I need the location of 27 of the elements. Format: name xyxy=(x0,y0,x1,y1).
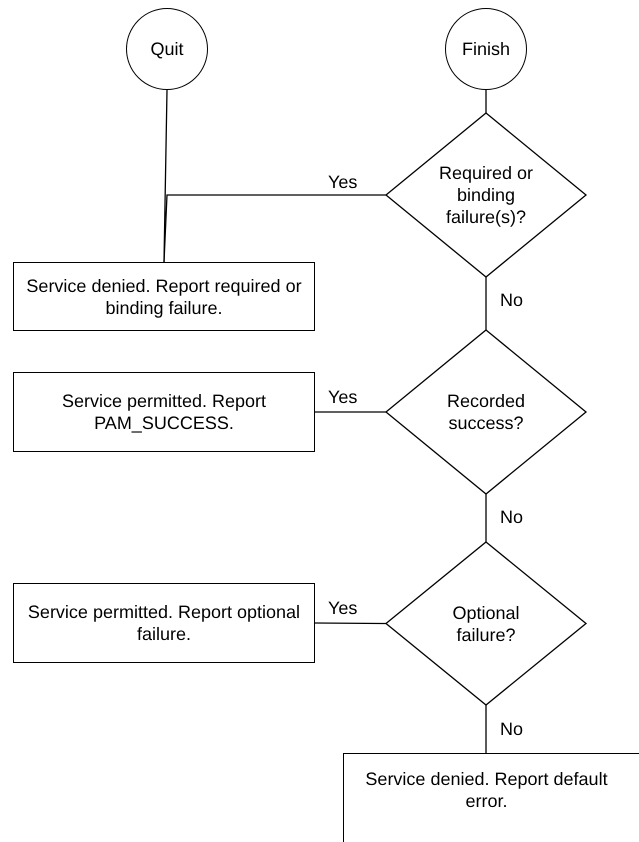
connector-line xyxy=(315,411,386,413)
edge-label: Yes xyxy=(328,598,358,618)
connector-line xyxy=(163,194,386,262)
terminal-text: Finish xyxy=(462,38,510,60)
edge-label: Yes xyxy=(328,172,358,192)
edge-label: No xyxy=(500,507,524,527)
process-text: Service permitted. Report PAM_SUCCESS. xyxy=(60,390,268,434)
decision-text: Optional failure? xyxy=(451,602,521,646)
process-box xyxy=(343,753,639,842)
connector-line xyxy=(315,622,386,624)
connector-line xyxy=(485,494,487,542)
terminal-text: Quit xyxy=(150,38,184,60)
connector-line xyxy=(163,90,168,262)
process-box xyxy=(13,262,315,331)
process-text: Service denied. Report required or binding failure. xyxy=(25,274,303,318)
edge-label: No xyxy=(500,290,524,310)
edge-label: No xyxy=(500,719,524,739)
connector-line xyxy=(485,90,487,113)
decision-text: Recorded success? xyxy=(446,390,526,434)
process-box xyxy=(13,372,315,452)
connector-line xyxy=(485,705,487,753)
process-box xyxy=(13,583,315,663)
connector-line xyxy=(485,277,487,330)
process-text: Service permitted. Report optional failure. xyxy=(26,601,302,645)
process-text: Service denied. Report default error. xyxy=(364,768,609,812)
edge-label: Yes xyxy=(328,387,358,407)
decision-text: Required or binding failure(s)? xyxy=(438,162,534,228)
